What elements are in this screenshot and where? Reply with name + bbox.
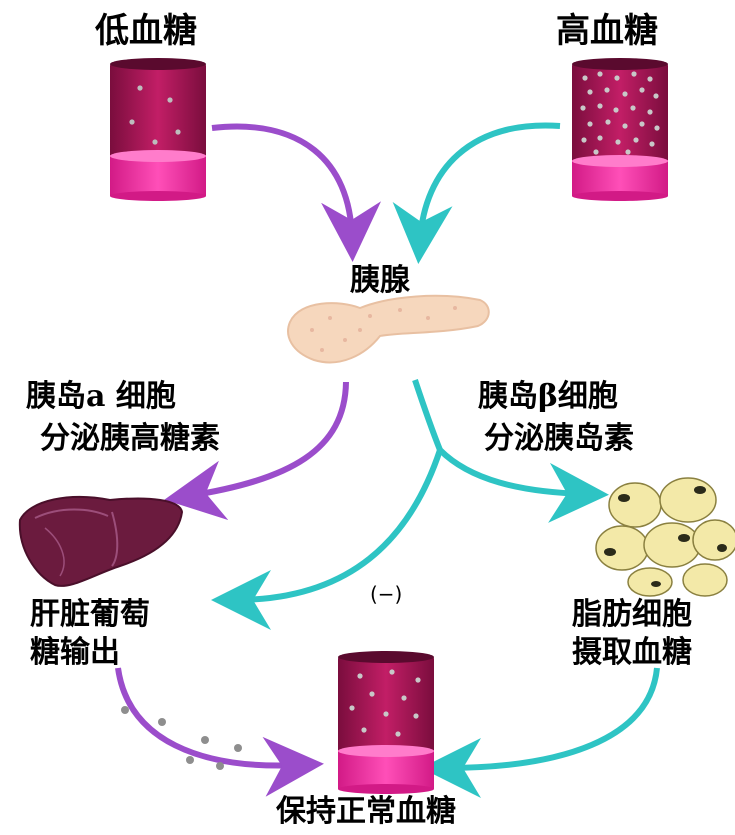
high-blood-sugar-label: 高血糖: [556, 11, 658, 51]
beta-cell-label: 胰岛β细胞: [478, 379, 618, 414]
normal-glucose-tube-icon: [338, 651, 434, 794]
glucagon-secretion-label: 分泌胰高糖素: [40, 421, 220, 456]
normal-blood-sugar-label: 保持正常血糖: [276, 794, 456, 829]
fat-uptake-label: 摄取血糖: [572, 635, 692, 670]
alpha-to-liver-arrow: [164, 381, 349, 521]
low-blood-sugar-label: 低血糖: [95, 11, 197, 51]
pancreas-label: 胰腺: [350, 263, 410, 298]
fat-to-normal-arrow: [421, 667, 660, 798]
inhibition-mark: (−): [370, 582, 403, 606]
low-glucose-tube-icon: [110, 58, 206, 201]
insulin-secretion-label: 分泌胰岛素: [484, 421, 634, 456]
beta-stem-arrow: [412, 379, 443, 452]
liver-to-normal-arrow: [115, 667, 324, 797]
fat-cells-icon: [595, 477, 735, 597]
pancreas-icon: [287, 294, 490, 364]
low-to-pancreas-arrow: [211, 123, 382, 262]
high-glucose-tube-icon: [572, 58, 668, 201]
high-to-pancreas-arrow: [392, 122, 561, 264]
released-glucose-dots: [121, 706, 242, 770]
liver-icon: [18, 495, 184, 587]
liver-output-label-line1: 肝脏葡萄: [30, 597, 150, 632]
beta-to-liver-inhibit-arrow: [211, 449, 443, 630]
fat-cell-label: 脂肪细胞: [572, 597, 692, 632]
alpha-cell-label: 胰岛a 细胞: [26, 379, 176, 414]
beta-to-fat-arrow: [437, 447, 609, 523]
liver-output-label-line2: 糖输出: [30, 635, 120, 670]
